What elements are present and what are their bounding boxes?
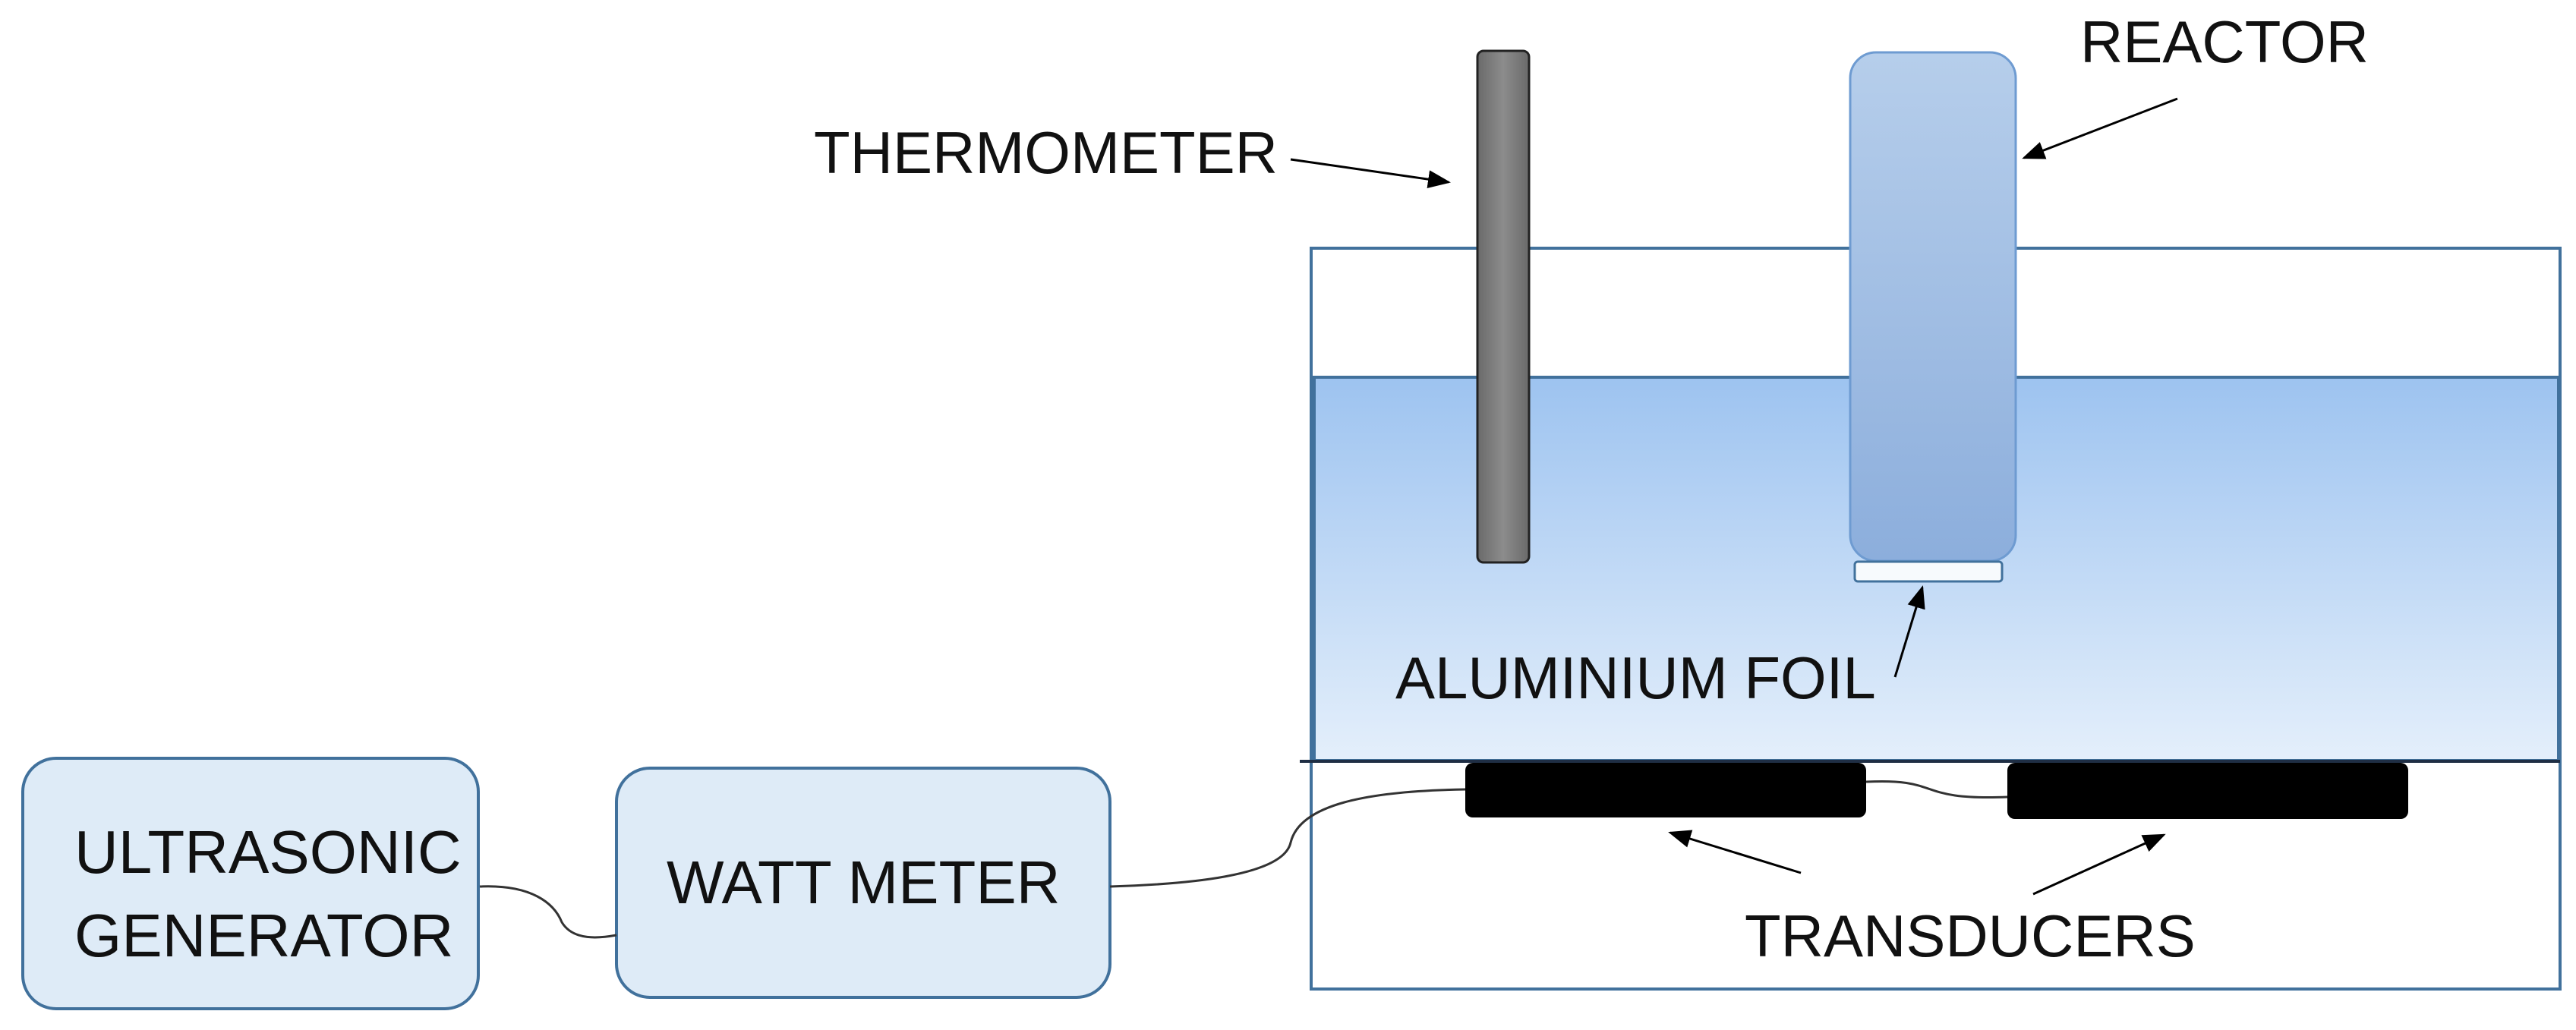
watt-meter-label: WATT METER — [667, 849, 1060, 916]
watt-meter-box — [615, 767, 1111, 999]
thermometer-arrow — [1290, 158, 1451, 189]
transducer-left-arrow — [1668, 830, 1802, 874]
ultrasonic-generator-label-line1: ULTRASONIC — [74, 818, 462, 886]
ultrasonic-generator-box — [21, 757, 480, 1010]
reactor-arrow — [2022, 97, 2178, 159]
transducer-right-arrow — [2032, 833, 2166, 896]
transducers-label: TRANSDUCERS — [1745, 902, 2196, 969]
thermometer — [1476, 49, 1531, 564]
reactor-label: REACTOR — [2080, 8, 2369, 75]
aluminium-foil-label: ALUMINIUM FOIL — [1395, 644, 1876, 711]
transducer-right — [2007, 763, 2408, 819]
wire-generator-to-wattmeter — [479, 885, 617, 939]
thermometer-label: THERMOMETER — [814, 119, 1278, 186]
aluminium-foil — [1853, 560, 2004, 583]
ultrasonic-generator-label-line2: GENERATOR — [74, 902, 453, 969]
transducer-left — [1465, 763, 1866, 817]
wire-wattmeter-to-transducer — [1109, 788, 1466, 888]
aluminium-foil-arrow — [1893, 585, 1925, 678]
reactor — [1849, 51, 2017, 562]
wire-transducer-link — [1865, 780, 2008, 799]
